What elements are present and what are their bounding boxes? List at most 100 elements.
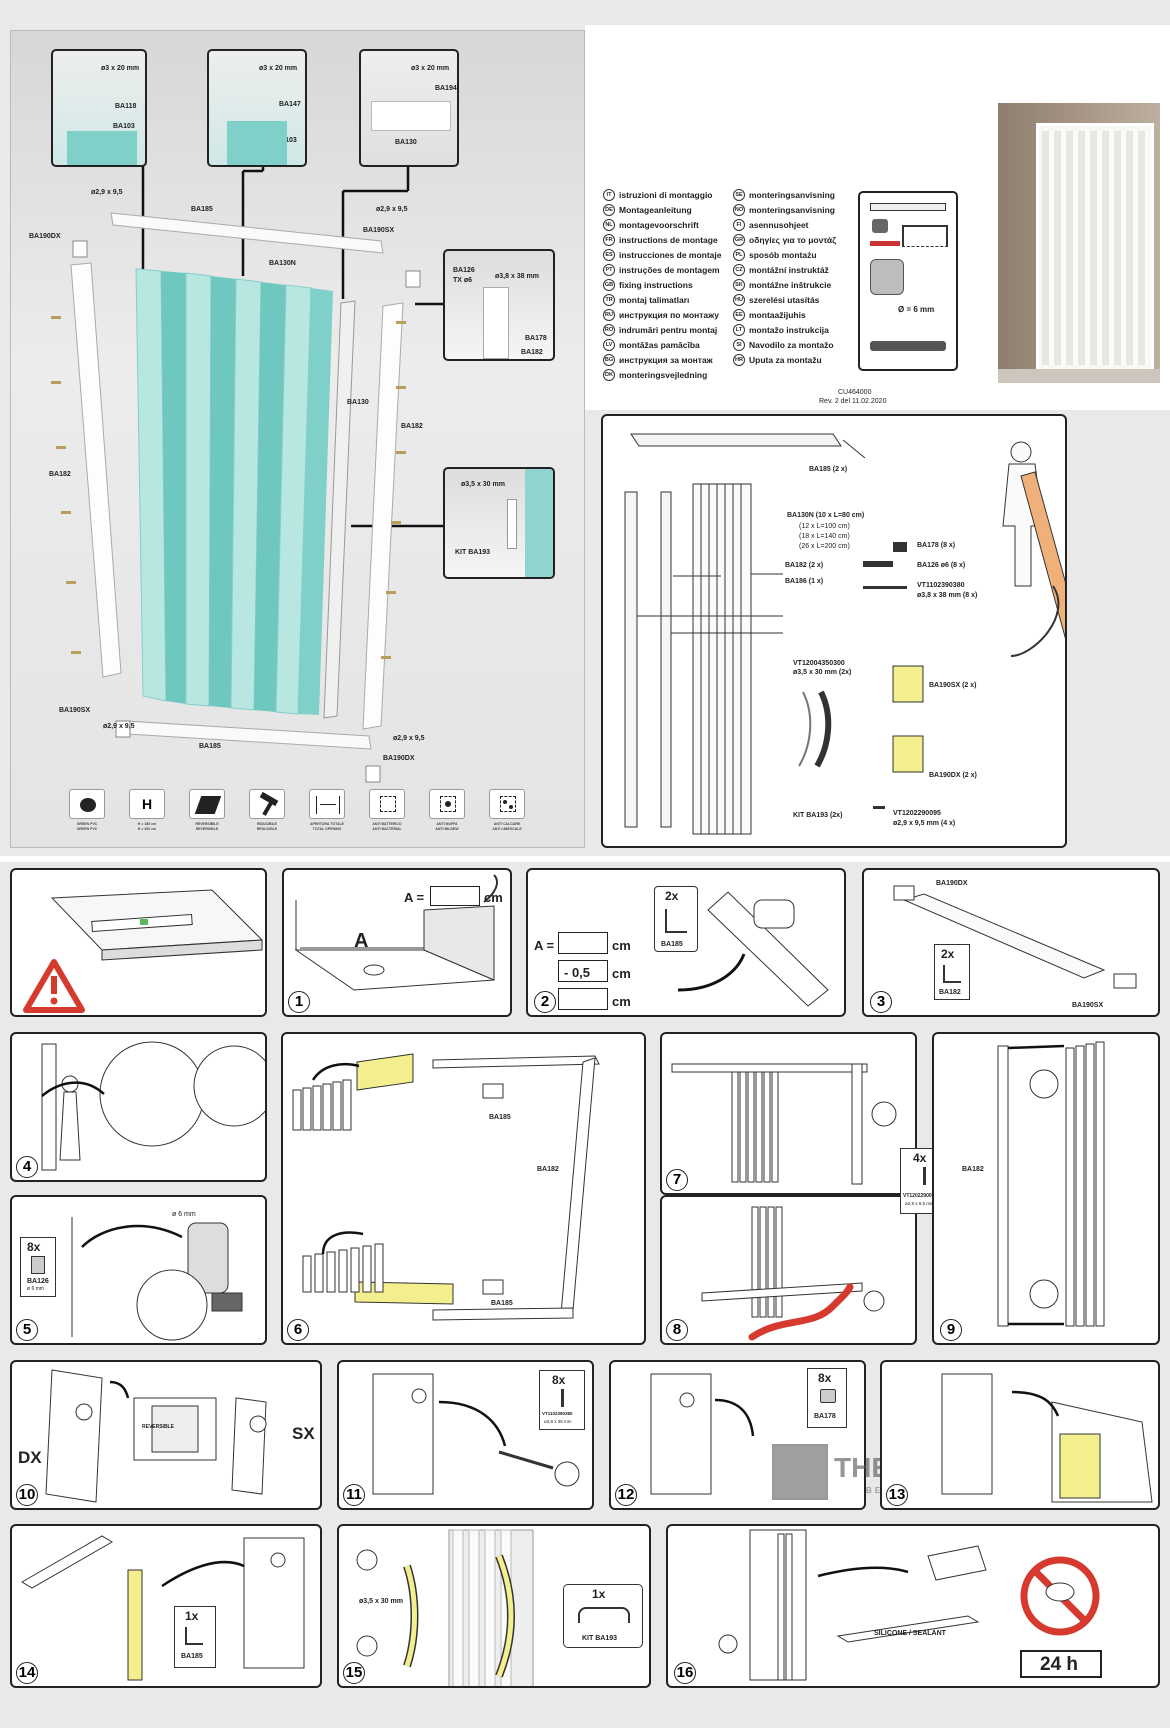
detail-callout-ba147: ø3 x 20 mm BA147 BA103 <box>207 49 307 167</box>
part-label-ba186: BA186 (1 x) <box>785 578 824 585</box>
feature-caption: REVERSIBILE REVERSIBLE <box>195 822 219 831</box>
cm-label: cm <box>484 890 503 905</box>
part-label: BA103 <box>113 123 135 130</box>
hours-box: 24 h <box>1020 1650 1102 1678</box>
part-label-vt-long: VT1102390380 <box>917 582 965 589</box>
feature-caption: ANTI BATTERICO ANTI BACTERIAL <box>372 822 402 831</box>
detail-callout-ba194: ø3 x 20 mm BA194 BA130 <box>359 49 459 167</box>
part-label: BA190SX <box>363 227 395 234</box>
parts-list-panel: BA185 (2 x) BA130N (10 x L=80 cm) (12 x … <box>601 414 1067 848</box>
part-label: KIT BA193 <box>455 549 491 556</box>
part-label: BA185 <box>491 1300 513 1307</box>
part-label-vt-long-size: ø3,8 x 38 mm (8 x) <box>917 592 978 599</box>
part-label-ba190sx: BA190SX (2 x) <box>929 682 977 689</box>
part-label: BA130N <box>269 260 296 267</box>
hammer-icon <box>872 219 888 233</box>
part-label: BA182 <box>49 471 71 478</box>
sx-label: SX <box>292 1424 315 1443</box>
ba178-qty-box: 8x BA178 <box>807 1368 847 1428</box>
step-number: 4 <box>16 1156 38 1178</box>
part-label-ba130n-2: (12 x L=100 cm) <box>799 523 850 530</box>
screw-size-label: ø3 x 20 mm <box>411 65 450 72</box>
part-label: BA190DX <box>936 880 968 887</box>
cm-label: cm <box>612 994 631 1009</box>
step-5: 8x BA126 ø 6 mm ø 6 mm 5 <box>10 1195 267 1345</box>
step-number: 10 <box>16 1484 38 1506</box>
part-label-ba126: BA126 ø6 (8 x) <box>917 562 966 569</box>
part-label: BA190DX <box>383 755 415 762</box>
screwdriver-icon <box>870 241 900 246</box>
step-14: 1x BA185 14 <box>10 1524 322 1688</box>
drill-size-label: Ø = 6 mm <box>898 305 935 314</box>
part-label: BA190SX <box>59 707 91 714</box>
step-number: 7 <box>666 1169 688 1191</box>
step-number: 15 <box>343 1662 365 1684</box>
saw-icon <box>902 225 948 247</box>
step-2: A = cm - 0,5 cm = cm 2x BA185 2 <box>526 868 846 1017</box>
step-10: DX SX REVERSIBLE 10 <box>10 1360 322 1510</box>
a-input-box <box>430 886 480 906</box>
ba185-qty-box: 1x BA185 <box>174 1606 216 1668</box>
height-icon: H <box>129 789 165 819</box>
part-label: BA190SX <box>1072 1002 1104 1009</box>
detail-callout-kit-ba193: ø3,5 x 30 mm KIT BA193 <box>443 467 555 579</box>
result-box <box>558 988 608 1010</box>
green-pvc-icon <box>69 789 105 819</box>
level-icon <box>870 203 946 211</box>
screw-size-label: ø3 x 20 mm <box>101 65 140 72</box>
part-label: BA118 <box>115 103 137 110</box>
part-label-kit: KIT BA193 (2x) <box>793 812 843 819</box>
caulk-gun-icon <box>870 341 946 351</box>
a-value-box <box>558 932 608 954</box>
part-label-ba178: BA178 (8 x) <box>917 542 956 549</box>
dx-label: DX <box>18 1448 42 1467</box>
step-3: BA190DX 2x BA182 BA190SX 3 <box>862 868 1160 1017</box>
step-1b-measure: A = cm A 1 <box>282 868 512 1017</box>
minus-value: - 0,5 <box>564 965 591 980</box>
minus-box <box>558 960 608 982</box>
step-16: SILICONE / SEALANT 24 h 16 <box>666 1524 1160 1688</box>
step-11: 8x VT1102390380 ø3,8 x 38 mm 11 <box>337 1360 594 1510</box>
step-number: 6 <box>287 1319 309 1341</box>
detail-callout-ba118: ø3 x 20 mm BA118 BA103 <box>51 49 147 167</box>
drill-size-label: ø 6 mm <box>172 1211 196 1218</box>
part-label-vt-handle-size: ø3,5 x 30 mm (2x) <box>793 669 852 676</box>
step-8: 8 <box>660 1195 917 1345</box>
document-code: CU464000 <box>838 389 872 396</box>
tools-box: Ø = 6 mm <box>858 191 958 371</box>
part-label: BA130 <box>395 139 417 146</box>
step-number: 16 <box>674 1662 696 1684</box>
drill-icon <box>870 259 904 295</box>
feature-caption: H = 185 cm H = 200 cm <box>137 822 157 831</box>
anti-mould-icon <box>429 789 465 819</box>
ba126-qty-box: 8x BA126 ø 6 mm <box>20 1237 56 1297</box>
screw-label: ø2,9 x 9,5 <box>103 723 135 730</box>
part-label: BA147 <box>279 101 301 108</box>
cm-label: cm <box>612 938 631 953</box>
step-number: 8 <box>666 1319 688 1341</box>
part-label: BA185 <box>191 206 213 213</box>
big-a-label: A <box>354 930 369 952</box>
glass-panels <box>135 268 333 715</box>
reversible-icon <box>189 789 225 819</box>
person-carrying-profile <box>1002 441 1065 639</box>
feature-icons-row: GREEN PVC GREEN PVC H H = 185 cm H = 200… <box>61 789 551 843</box>
a-equals: A = <box>534 938 555 953</box>
reducible-icon <box>249 789 285 819</box>
kit-qty-box: 1x KIT BA193 <box>563 1584 643 1648</box>
document-revision: Rev. 2 del 11.02.2020 <box>819 398 887 405</box>
